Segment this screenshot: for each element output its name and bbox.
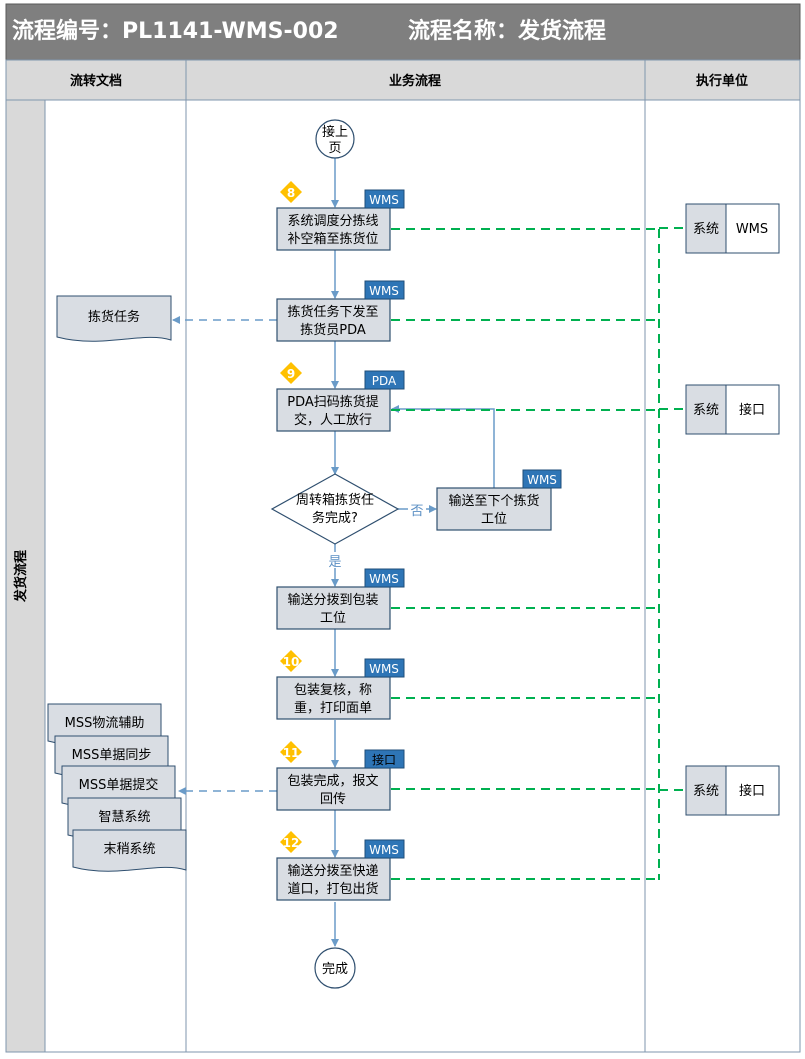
decision-text-line-2: 务完成? [312, 510, 358, 526]
header-bar [5, 3, 801, 61]
system-tag-label: WMS [369, 662, 399, 676]
system-tag: WMS [364, 189, 405, 209]
column-executor-header: 执行单位 [696, 73, 748, 89]
step-number: 9 [287, 367, 295, 381]
decision-node: 周转箱拣货任 务完成? [270, 473, 400, 545]
document-stack-item: 末稍系统 [72, 829, 187, 872]
executor-unit-2: 系统 接口 [659, 384, 780, 435]
main-flow-connectors [331, 158, 495, 947]
column-header-row [5, 59, 801, 101]
lane-label: 发货流程 [13, 550, 29, 603]
process-name-title: 流程名称：发货流程 [408, 18, 606, 44]
step-text-line: 包装复核，称 [294, 683, 372, 698]
document-picking-task: 拣货任务 [56, 295, 172, 342]
step-number: 11 [283, 746, 300, 760]
system-tag: WMS [364, 568, 405, 588]
step-number-badge: 11 [280, 741, 302, 763]
system-tag-label: WMS [369, 193, 399, 207]
step-number: 8 [287, 186, 295, 200]
system-tag: WMS [522, 469, 562, 489]
system-tag-label: WMS [369, 843, 399, 857]
step-number-badge: 9 [280, 362, 302, 384]
side-step-text-line: 输送至下个拣货 [448, 493, 539, 509]
executor-type: 系统 [693, 784, 719, 799]
column-process-header: 业务流程 [389, 73, 441, 89]
column-documents-header: 流转文档 [70, 73, 122, 89]
step-number-badge: 8 [280, 181, 302, 203]
step-text-line: 交，人工放行 [294, 412, 372, 428]
step-text-line: 拣货员PDA [300, 322, 366, 338]
system-tag: WMS [364, 280, 405, 300]
document-stack-item-label: 智慧系统 [98, 809, 150, 825]
document-stack-item-label: MSS单据同步 [72, 748, 152, 763]
executor-unit-1: 系统 WMS [659, 203, 780, 254]
executor-unit-3: 系统 接口 [659, 765, 780, 816]
step-text-line: 工位 [320, 611, 346, 626]
process-step-5: 包装复核，称重，打印面单 WMS 10 [276, 650, 659, 720]
decision-no-label: 否 [410, 504, 423, 519]
system-tag: WMS [364, 658, 405, 678]
step-text-line: 拣货任务下发至 [287, 304, 378, 320]
executor-name: 接口 [739, 402, 765, 418]
executor-type: 系统 [693, 222, 719, 237]
start-node-label-1: 接上 [322, 124, 348, 140]
system-tag-label: 接口 [372, 752, 396, 767]
step-text-line: 道口，打包出货 [287, 881, 378, 897]
step-number-badge: 12 [280, 831, 302, 853]
document-connectors [172, 316, 277, 795]
decision-text-line-1: 周转箱拣货任 [296, 492, 374, 508]
system-tag-label: WMS [527, 473, 557, 487]
system-tag-label: WMS [369, 572, 399, 586]
step-text-line: 包装完成，报文 [287, 774, 378, 789]
step-text-line: 回传 [320, 792, 346, 807]
decision-yes-label: 是 [328, 555, 341, 570]
system-tag: PDA [364, 370, 405, 390]
step-text-line: PDA扫码拣货提 [287, 394, 379, 410]
document-stack-item: MSS单据提交 [61, 765, 176, 808]
executor-type: 系统 [693, 403, 719, 418]
step-number: 12 [283, 836, 300, 850]
start-node-label-2: 页 [328, 141, 341, 156]
system-tag: WMS [364, 839, 405, 859]
end-node-label: 完成 [322, 962, 348, 977]
document-stack-item-label: MSS单据提交 [79, 777, 159, 793]
end-node: 完成 [314, 947, 356, 989]
start-node: 接上 页 [315, 119, 355, 159]
document-stack-item-label: MSS物流辅助 [65, 716, 145, 731]
step-text-line: 重，打印面单 [294, 700, 372, 716]
process-code-title: 流程编号：PL1141-WMS-002 [12, 18, 339, 44]
system-tag: 接口 [364, 749, 405, 769]
lane-label-band [5, 99, 46, 1053]
step-number-badge: 10 [280, 650, 302, 672]
executor-name: 接口 [739, 783, 765, 799]
system-tag-label: PDA [372, 374, 397, 388]
system-tag-label: WMS [369, 284, 399, 298]
executor-name: WMS [736, 222, 768, 237]
document-picking-task-label: 拣货任务 [88, 309, 140, 325]
step-text-line: 系统调度分拣线 [287, 213, 378, 229]
side-step-text-line: 工位 [481, 512, 507, 527]
document-stack-item-label: 末稍系统 [103, 842, 155, 857]
step-text-line: 输送分拨到包装 [287, 592, 378, 608]
step-text-line: 输送分拨至快递 [287, 863, 378, 879]
step-number: 10 [283, 655, 300, 669]
step-text-line: 补空箱至拣货位 [287, 231, 378, 247]
